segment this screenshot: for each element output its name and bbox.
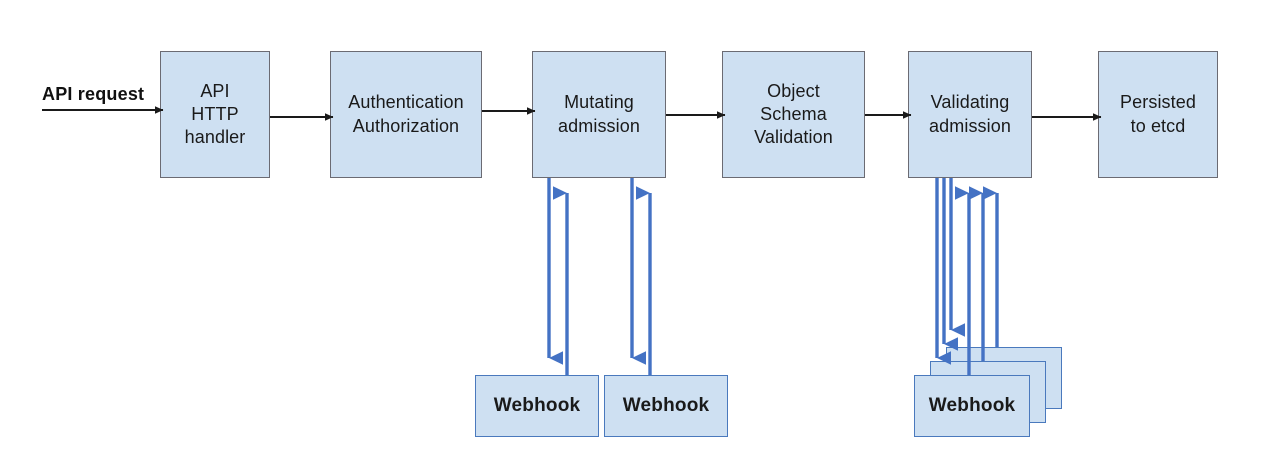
webhook-mutating-2-label: Webhook [622,395,710,416]
node-mutating-admission-label: Mutating admission [558,92,640,136]
node-validating-admission[interactable]: Validating admission [908,51,1032,178]
call-validating-2 [942,178,985,361]
call-validating-3 [949,178,999,347]
webhook-mutating-2[interactable]: Webhook [604,375,728,437]
node-api-http-handler[interactable]: API HTTP handler [160,51,270,178]
call-mutating-1 [547,178,569,375]
node-object-schema-validation[interactable]: Object Schema Validation [722,51,865,178]
node-authn-authz[interactable]: Authentication Authorization [330,51,482,178]
node-authn-authz-label: Authentication Authorization [348,92,464,136]
node-persisted-to-etcd[interactable]: Persisted to etcd [1098,51,1218,178]
node-mutating-admission[interactable]: Mutating admission [532,51,666,178]
api-request-label: API request [42,84,145,104]
node-object-schema-validation-label: Object Schema Validation [754,80,833,148]
webhook-validating-1-label: Webhook [928,395,1016,416]
webhook-validating-1[interactable]: Webhook [914,375,1030,437]
node-validating-admission-label: Validating admission [929,92,1011,136]
call-validating-1 [935,178,971,375]
node-api-http-handler-label: API HTTP handler [184,80,246,148]
webhook-mutating-1[interactable]: Webhook [475,375,599,437]
node-persisted-to-etcd-label: Persisted to etcd [1120,92,1196,136]
webhook-mutating-1-label: Webhook [493,395,581,416]
call-mutating-2 [630,178,652,375]
